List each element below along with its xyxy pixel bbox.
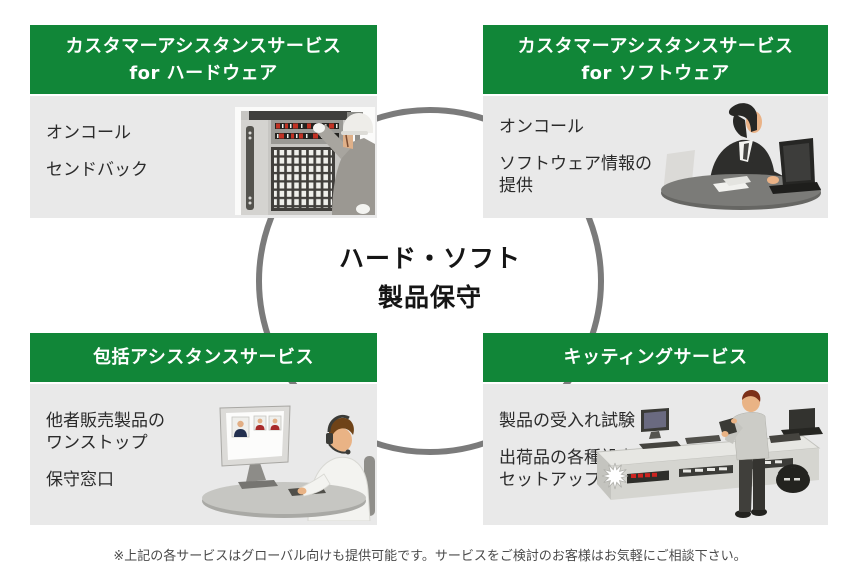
service-card-kitting-items: 製品の受入れ試験 出荷品の各種設定の セットアップ: [499, 410, 652, 491]
maintenance-cycle-ring: [256, 107, 604, 455]
service-card-software: カスタマーアシスタンスサービス for ソフトウェア オンコール ソフトウェア情…: [483, 25, 828, 218]
service-card-software-body: オンコール ソフトウェア情報の 提供: [483, 96, 828, 218]
service-card-comprehensive-title: 包括アシスタンスサービス: [30, 333, 377, 382]
support-operator-with-headset-illustration: [202, 405, 375, 521]
service-card-kitting-body: 製品の受入れ試験 出荷品の各種設定の セットアップ: [483, 384, 828, 525]
service-card-software-items: オンコール ソフトウェア情報の 提供: [499, 116, 652, 197]
service-item: センドバック: [46, 160, 148, 181]
service-item: オンコール: [46, 123, 131, 143]
service-card-hardware-items: オンコール センドバック: [46, 122, 148, 181]
service-item: ソフトウェア情報の 提供: [499, 154, 652, 197]
businessman-working-on-laptop-illustration: [661, 103, 821, 210]
footnote-text: ※上記の各サービスはグローバル向けも提供可能です。サービスをご検討のお客様はお気…: [113, 549, 747, 564]
service-item: 保守窓口: [46, 470, 114, 491]
service-card-hardware-title: カスタマーアシスタンスサービス for ハードウェア: [30, 25, 377, 94]
service-card-comprehensive-body: 他者販売製品の ワンストップ 保守窓口: [30, 384, 377, 525]
service-card-comprehensive: 包括アシスタンスサービス 他者販売製品の ワンストップ 保守窓口: [30, 333, 377, 525]
service-card-hardware: カスタマーアシスタンスサービス for ハードウェア オンコール センドバック: [30, 25, 377, 218]
service-item: 製品の受入れ試験: [499, 411, 635, 431]
engineer-at-kitting-bench-illustration: [595, 390, 823, 518]
service-card-comprehensive-items: 他者販売製品の ワンストップ 保守窓口: [46, 410, 165, 491]
service-card-software-title: カスタマーアシスタンスサービス for ソフトウェア: [483, 25, 828, 94]
service-card-kitting: キッティングサービス 製品の受入れ試験 出荷品の各種設定の セットアップ: [483, 333, 828, 525]
service-item: 他者販売製品の ワンストップ: [46, 411, 165, 454]
service-card-hardware-body: オンコール センドバック: [30, 96, 377, 218]
technician-servicing-hardware-rack-illustration: [235, 107, 375, 215]
service-card-kitting-title: キッティングサービス: [483, 333, 828, 382]
center-label: ハード・ソフト 製品保守: [338, 244, 521, 312]
service-item: オンコール: [499, 117, 584, 137]
